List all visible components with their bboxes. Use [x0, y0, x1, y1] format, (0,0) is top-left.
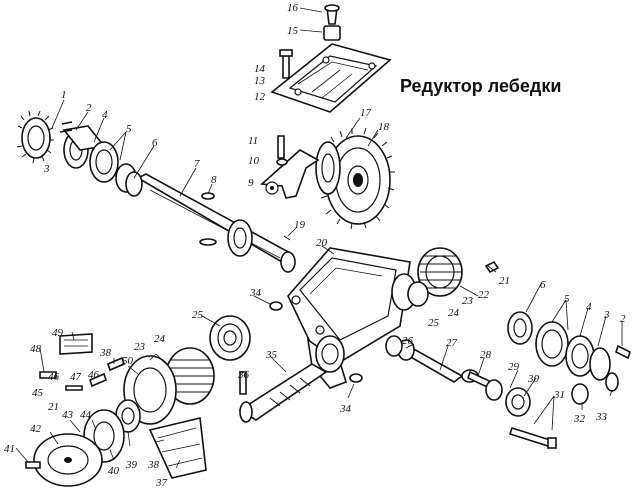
label-45: 45 [32, 387, 44, 399]
reducer-housing [287, 247, 417, 389]
label-1: 1 [61, 89, 67, 101]
small-fasteners [25, 301, 403, 469]
label-34a: 34 [249, 287, 262, 299]
label-16: 16 [287, 2, 299, 14]
output-shaft [209, 315, 328, 423]
label-12: 12 [254, 91, 266, 103]
label-2: 2 [86, 102, 92, 114]
label-11: 11 [248, 135, 258, 147]
label-41: 41 [4, 443, 15, 455]
label-14: 14 [254, 63, 266, 75]
label-32: 32 [573, 413, 586, 425]
label-49: 49 [52, 327, 64, 339]
label-44: 44 [80, 409, 92, 421]
label-17: 17 [360, 107, 372, 119]
label-27: 27 [446, 337, 458, 349]
reducer-cover [270, 4, 392, 113]
fork-lever [260, 135, 320, 199]
label-6b: 6 [540, 279, 546, 291]
label-6: 6 [152, 137, 158, 149]
pinion-gear [16, 110, 54, 164]
label-22: 22 [478, 289, 490, 301]
label-24b: 24 [154, 333, 166, 345]
label-3b: 3 [603, 309, 610, 321]
part-labels: 1 2 3 4 5 6 7 8 9 10 11 12 13 14 15 16 1… [4, 2, 626, 489]
label-40: 40 [108, 465, 120, 477]
leader-lines [15, 7, 623, 469]
label-39: 39 [125, 459, 138, 471]
label-5b: 5 [564, 293, 570, 305]
label-2b: 2 [620, 313, 626, 325]
label-4: 4 [102, 109, 108, 121]
label-47: 47 [70, 371, 82, 383]
label-35: 35 [265, 349, 278, 361]
label-34b: 34 [339, 403, 352, 415]
label-24: 24 [448, 307, 460, 319]
label-13: 13 [254, 75, 266, 87]
label-21b: 21 [48, 401, 59, 413]
label-46a: 46 [48, 371, 60, 383]
label-37: 37 [155, 477, 168, 489]
label-4b: 4 [586, 301, 592, 313]
label-15: 15 [287, 25, 299, 37]
label-50: 50 [122, 355, 134, 367]
large-gear [315, 127, 395, 230]
label-18: 18 [378, 121, 390, 133]
label-25b: 25 [192, 309, 204, 321]
label-48: 48 [30, 343, 42, 355]
label-25: 25 [428, 317, 440, 329]
cover-bolt [279, 49, 293, 79]
label-7: 7 [194, 158, 200, 170]
label-23: 23 [462, 295, 474, 307]
label-23b: 23 [134, 341, 146, 353]
label-9: 9 [248, 177, 254, 189]
label-31: 31 [553, 389, 565, 401]
label-43: 43 [62, 409, 74, 421]
label-30: 30 [527, 373, 540, 385]
left-bearing-cap [59, 121, 137, 193]
label-10: 10 [248, 155, 260, 167]
label-42: 42 [30, 423, 42, 435]
right-bearing-set [507, 311, 631, 392]
label-29: 29 [508, 361, 520, 373]
label-46b: 46 [88, 369, 100, 381]
label-19: 19 [294, 219, 306, 231]
label-36: 36 [237, 369, 250, 381]
label-28: 28 [480, 349, 492, 361]
label-38b: 38 [147, 459, 160, 471]
label-8: 8 [211, 174, 217, 186]
worm-shaft [397, 339, 589, 449]
label-26: 26 [402, 335, 414, 347]
label-3: 3 [43, 163, 50, 175]
worm-assembly [407, 247, 500, 307]
main-shaft [125, 171, 296, 273]
label-33: 33 [595, 411, 608, 423]
label-5: 5 [126, 123, 132, 135]
label-20: 20 [316, 237, 328, 249]
label-38a: 38 [99, 347, 112, 359]
diagram-title: Редуктор лебедки [400, 76, 562, 96]
label-21: 21 [499, 275, 510, 287]
